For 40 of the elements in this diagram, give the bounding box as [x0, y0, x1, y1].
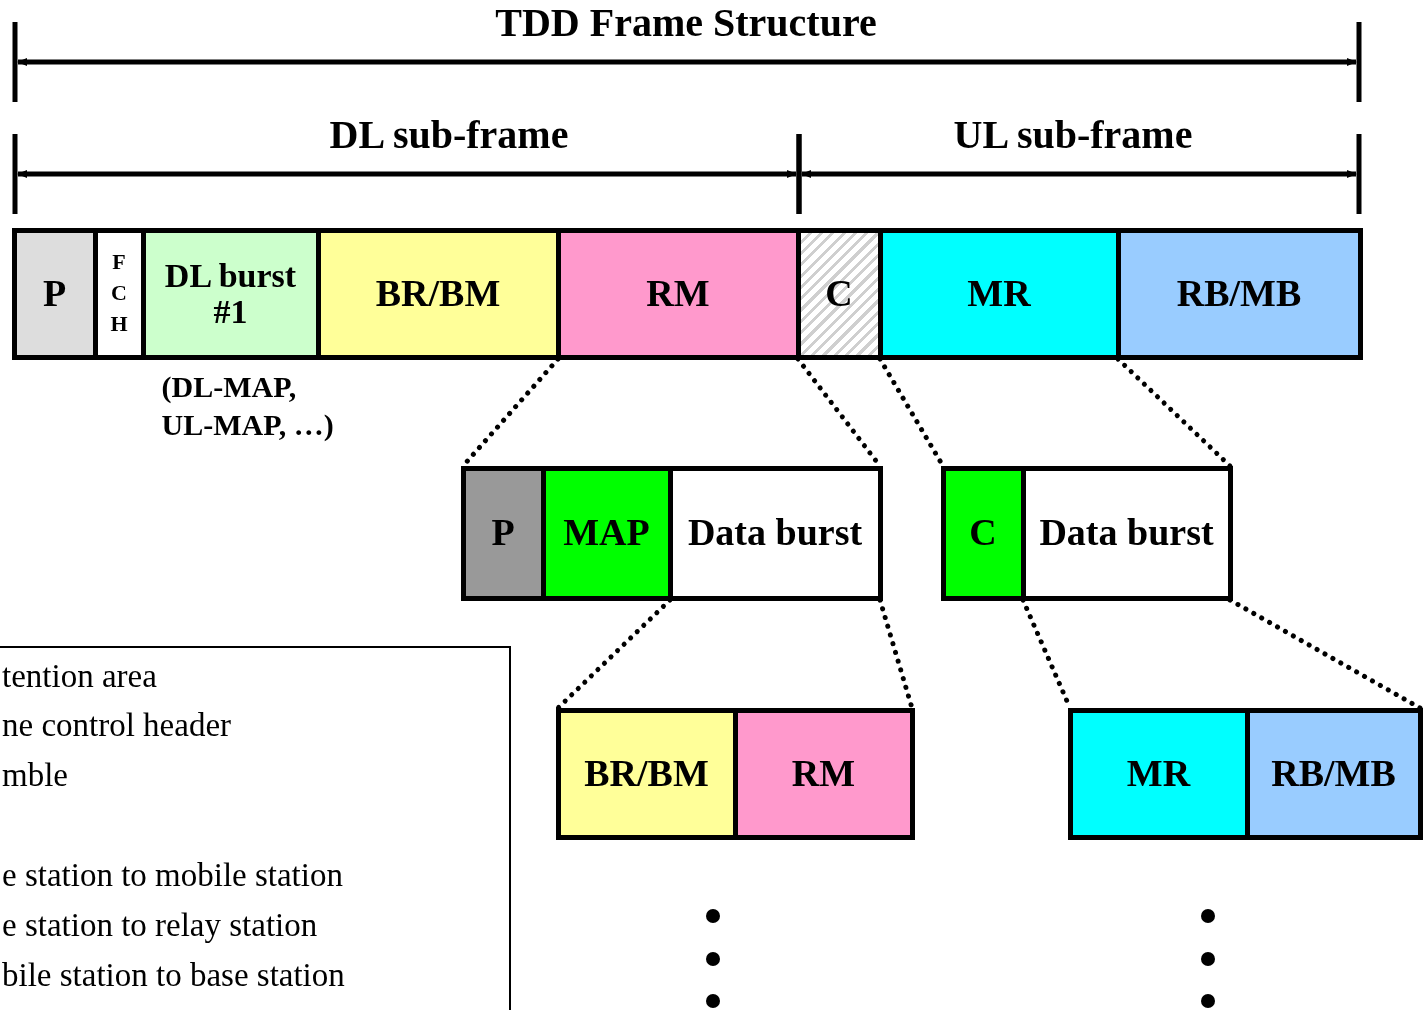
segment-label: Data burst — [1039, 513, 1214, 553]
frame-segment — [800, 227, 883, 360]
segment-label: C — [969, 513, 997, 553]
legend-text: e station to relay station — [2, 907, 318, 946]
frame-segment — [1025, 465, 1233, 601]
segment-label: MR — [967, 273, 1031, 314]
segment-label: C — [825, 273, 853, 314]
legend-text: e station to mobile station — [2, 857, 343, 896]
frame-segment — [882, 227, 1121, 360]
segment-label: F C H — [110, 248, 128, 338]
legend-text: ne control header — [2, 707, 232, 746]
segment-label: DL burst #1 — [163, 257, 298, 330]
segment-label: BR/BM — [584, 753, 709, 794]
segment-label: RM — [791, 753, 856, 794]
frame-segment — [11, 227, 98, 360]
frame-segment — [672, 465, 883, 601]
legend-text: mble — [2, 757, 68, 796]
frame-segment — [560, 227, 801, 360]
frame-segment — [555, 707, 738, 840]
frame-segment — [545, 465, 673, 601]
frame-segment — [320, 227, 561, 360]
legend-text: tention area — [2, 658, 157, 697]
frame-segment — [1067, 707, 1250, 840]
segment-note: (DL-MAP, UL-MAP, …) — [161, 368, 335, 443]
frame-segment — [1120, 227, 1363, 360]
segment-label: MAP — [563, 513, 650, 553]
segment-label: Data burst — [687, 513, 863, 553]
legend-text: bile station to base station — [2, 957, 345, 996]
frame-segment — [940, 465, 1026, 601]
segment-label: P — [42, 273, 67, 314]
segment-label: P — [491, 513, 515, 553]
segment-label: RM — [646, 273, 710, 314]
frame-segment — [1249, 707, 1423, 840]
segment-label: MR — [1126, 753, 1191, 794]
frame-segment — [97, 227, 146, 360]
segment-label: RB/MB — [1176, 273, 1302, 314]
frame-segment — [737, 707, 915, 840]
frame-segment — [460, 465, 546, 601]
segment-label: BR/BM — [375, 273, 501, 314]
segment-label: RB/MB — [1271, 753, 1396, 794]
